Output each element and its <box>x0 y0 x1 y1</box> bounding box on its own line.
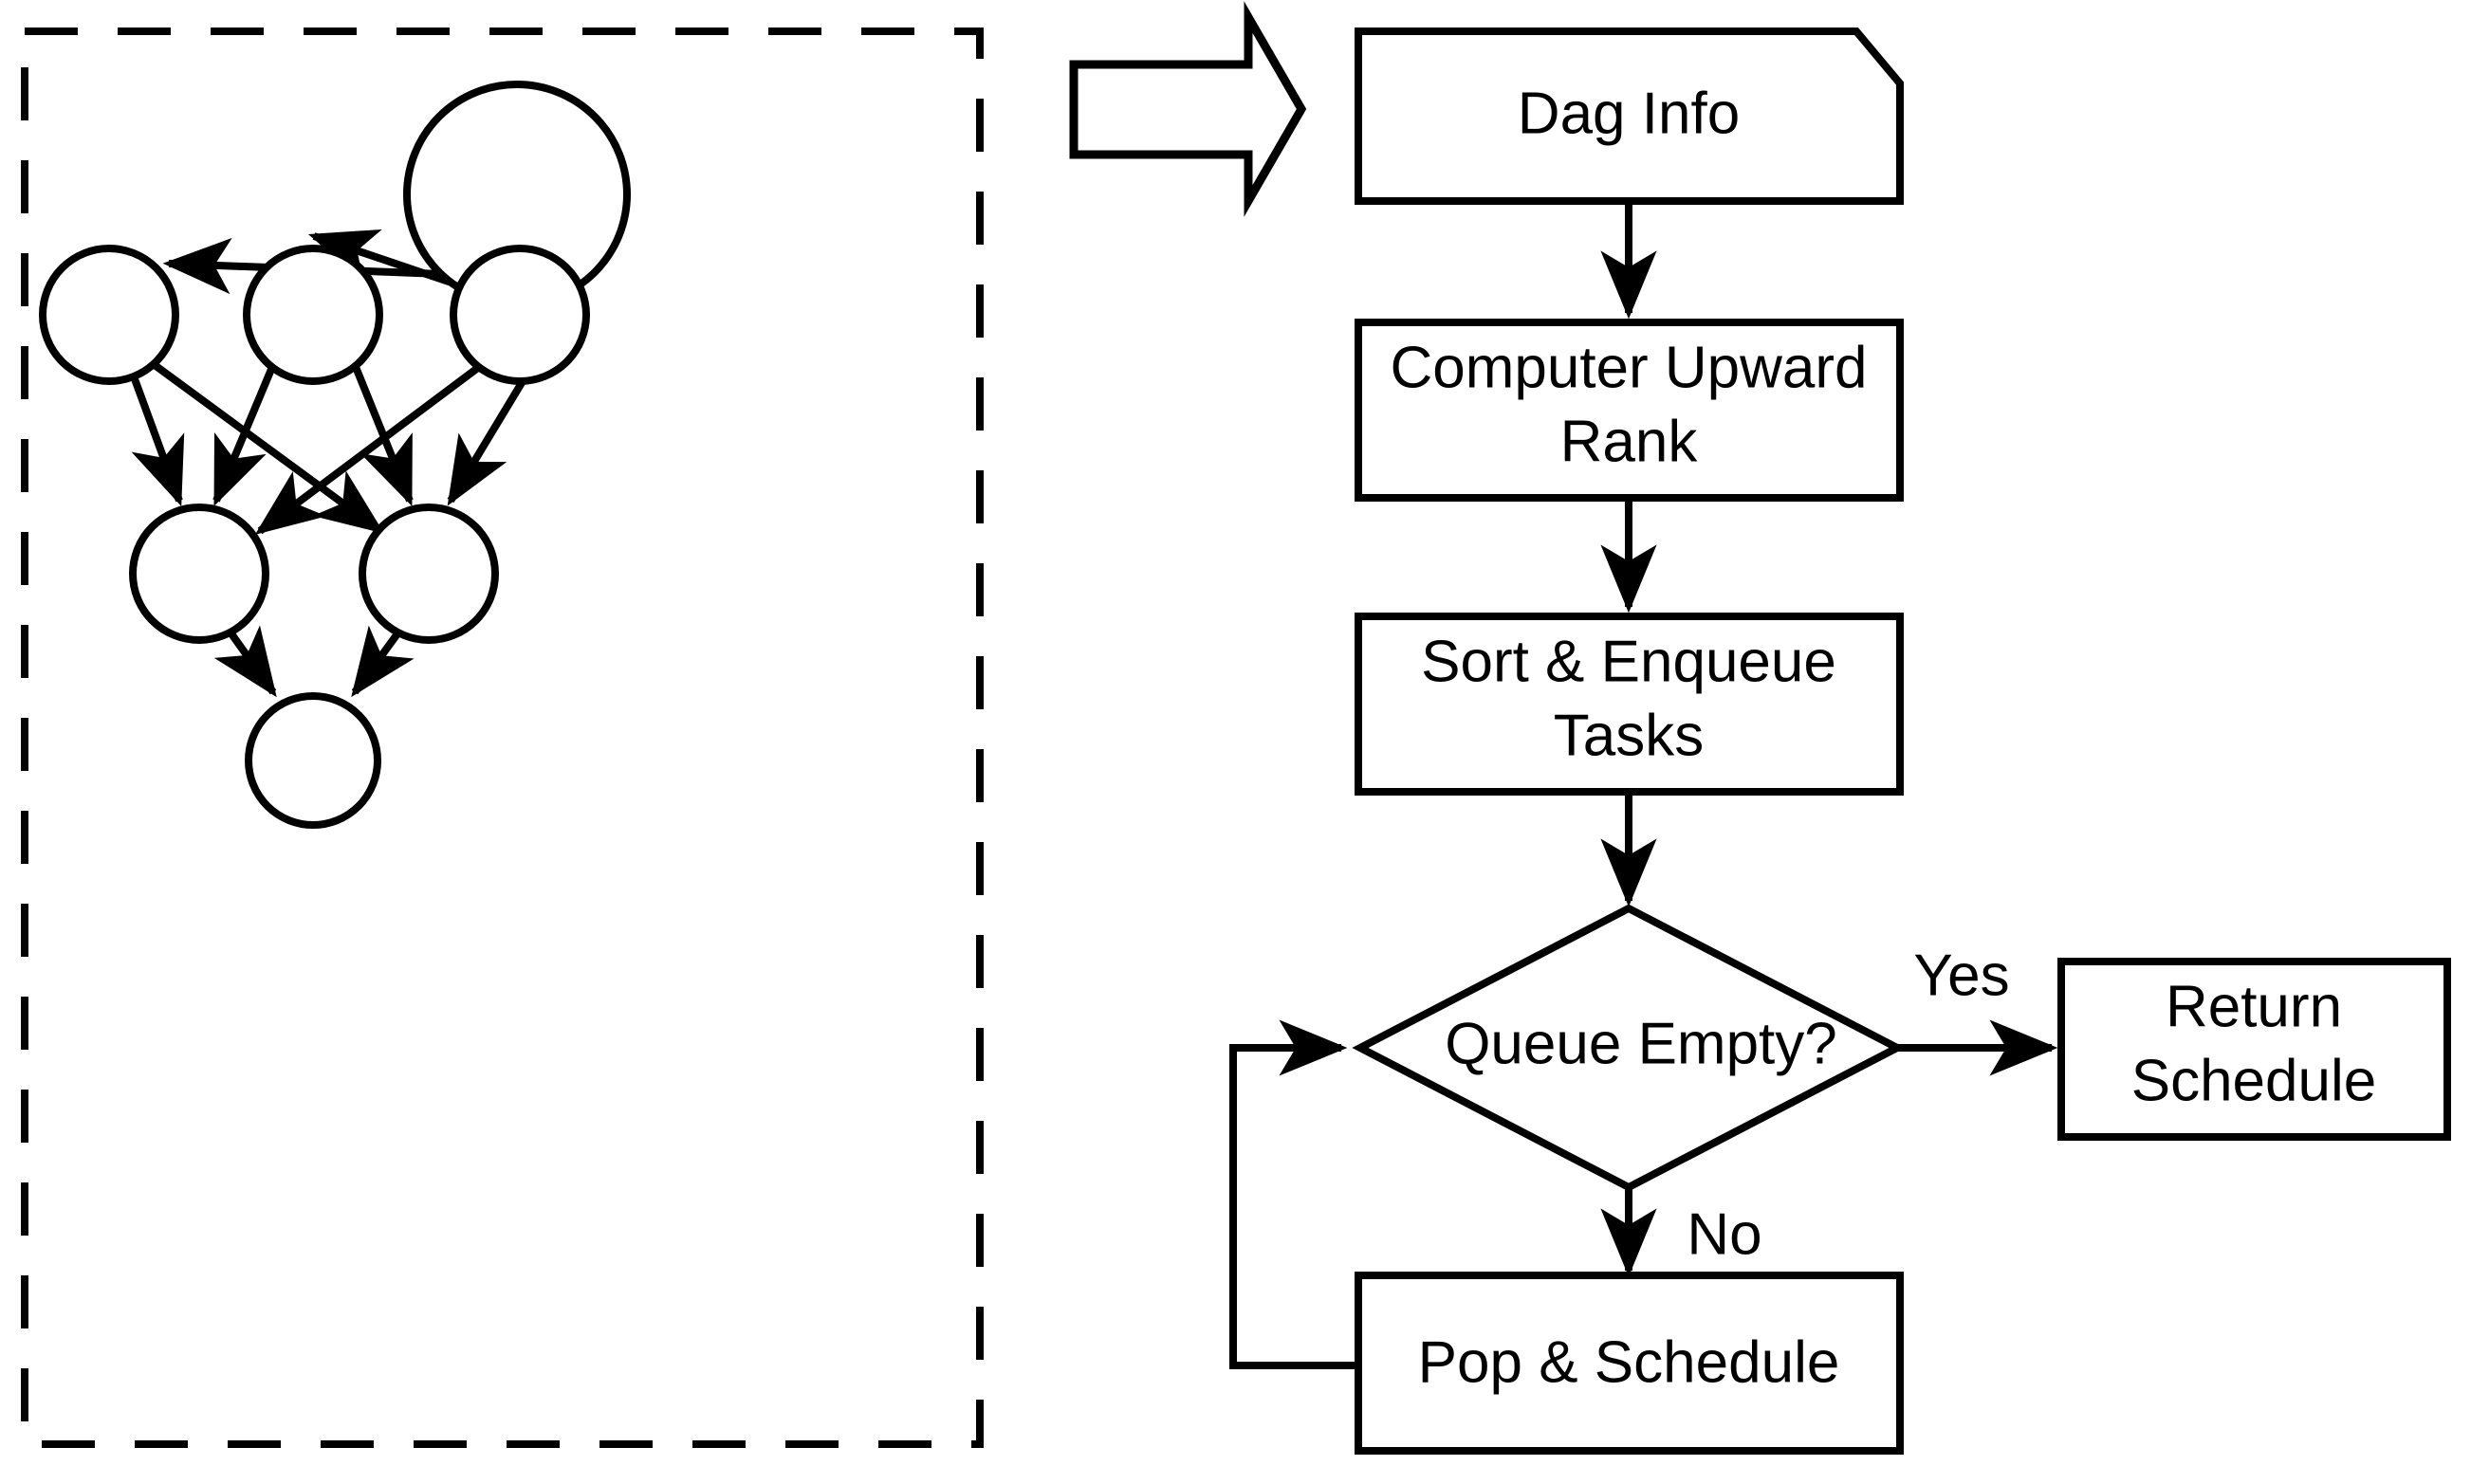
dag-panel-border <box>21 27 984 1448</box>
dag-node-n5[interactable] <box>129 504 269 644</box>
flowchart-node-sort-enqueue[interactable] <box>1355 613 1904 796</box>
flowchart-node-compute-rank-label-line2: Rank <box>1560 409 1699 474</box>
dag-edge-n7-n8 <box>351 625 415 698</box>
dag-node-n4[interactable] <box>450 245 590 385</box>
flowchart-node-return-schedule[interactable] <box>2057 958 2451 1141</box>
dag-edge-n4-n7 <box>447 378 526 506</box>
flowchart-node-queue-empty-label: Queue Empty? <box>1445 1011 1837 1076</box>
flowchart-node-sort-enqueue-label-line1: Sort & Enqueue <box>1421 629 1836 694</box>
dag-node-n3[interactable] <box>243 245 383 385</box>
dag-edge-n3-n7 <box>352 365 414 506</box>
flowchart-node-dag-info-label: Dag Info <box>1518 81 1740 146</box>
flowchart-node-compute-rank[interactable] <box>1355 319 1904 502</box>
dag-node-n7[interactable] <box>359 504 499 644</box>
dag-node-group <box>39 81 631 829</box>
flow-edge-popschedule-queueempty-loop <box>1229 1019 1358 1369</box>
flowchart-node-dag-info[interactable] <box>1355 27 1904 205</box>
flowchart-node-return-schedule-label-line1: Return <box>2166 974 2342 1039</box>
flowchart-node-sort-enqueue-label-line2: Tasks <box>1554 703 1704 768</box>
flow-edge-label-no: No <box>1687 1201 1761 1267</box>
dag-edge-n2-n5 <box>130 375 185 507</box>
flowchart-node-compute-rank-label-line1: Computer Upward <box>1390 335 1867 400</box>
flow-edge-label-yes: Yes <box>1913 943 2009 1008</box>
dag-edge-n5-n8 <box>213 625 277 698</box>
dag-edge-n2-n7 <box>152 361 385 534</box>
flowchart-node-return-schedule-label-line2: Schedule <box>2131 1048 2377 1113</box>
block-arrow-right-icon <box>1069 1 1307 217</box>
dag-node-n8[interactable] <box>245 692 381 829</box>
flowchart-node-pop-schedule-label: Pop & Schedule <box>1418 1329 1840 1395</box>
dag-node-n2[interactable] <box>39 245 179 385</box>
